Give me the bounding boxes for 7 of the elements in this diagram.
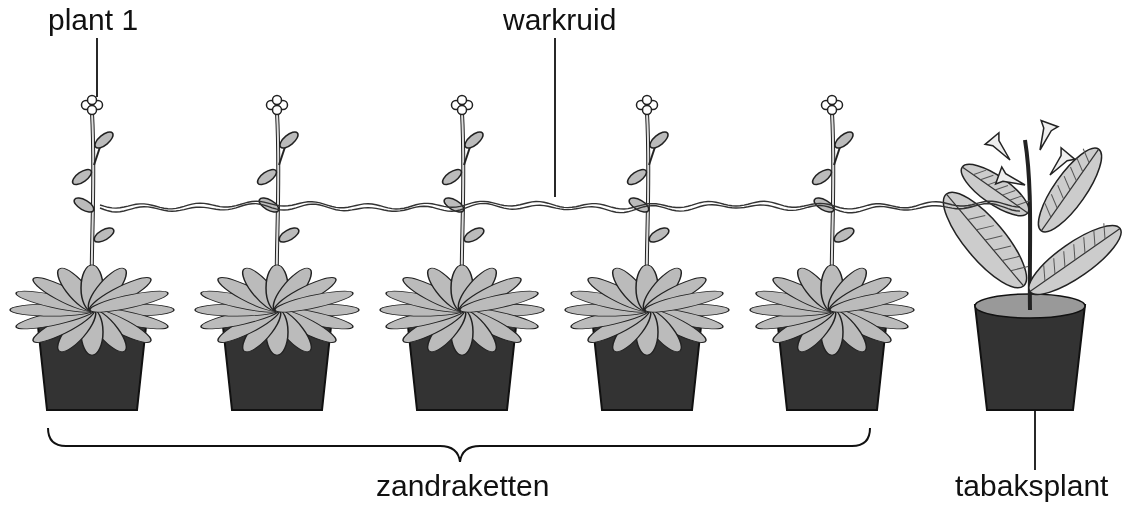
leader-line: [96, 37, 98, 98]
group-label: zandraketten: [376, 470, 550, 502]
leader-line: [1034, 409, 1036, 471]
callout-label: tabaksplant: [955, 470, 1109, 502]
callout-label: plant 1: [48, 4, 139, 36]
leader-line: [554, 37, 556, 198]
callout-label: warkruid: [503, 4, 617, 36]
